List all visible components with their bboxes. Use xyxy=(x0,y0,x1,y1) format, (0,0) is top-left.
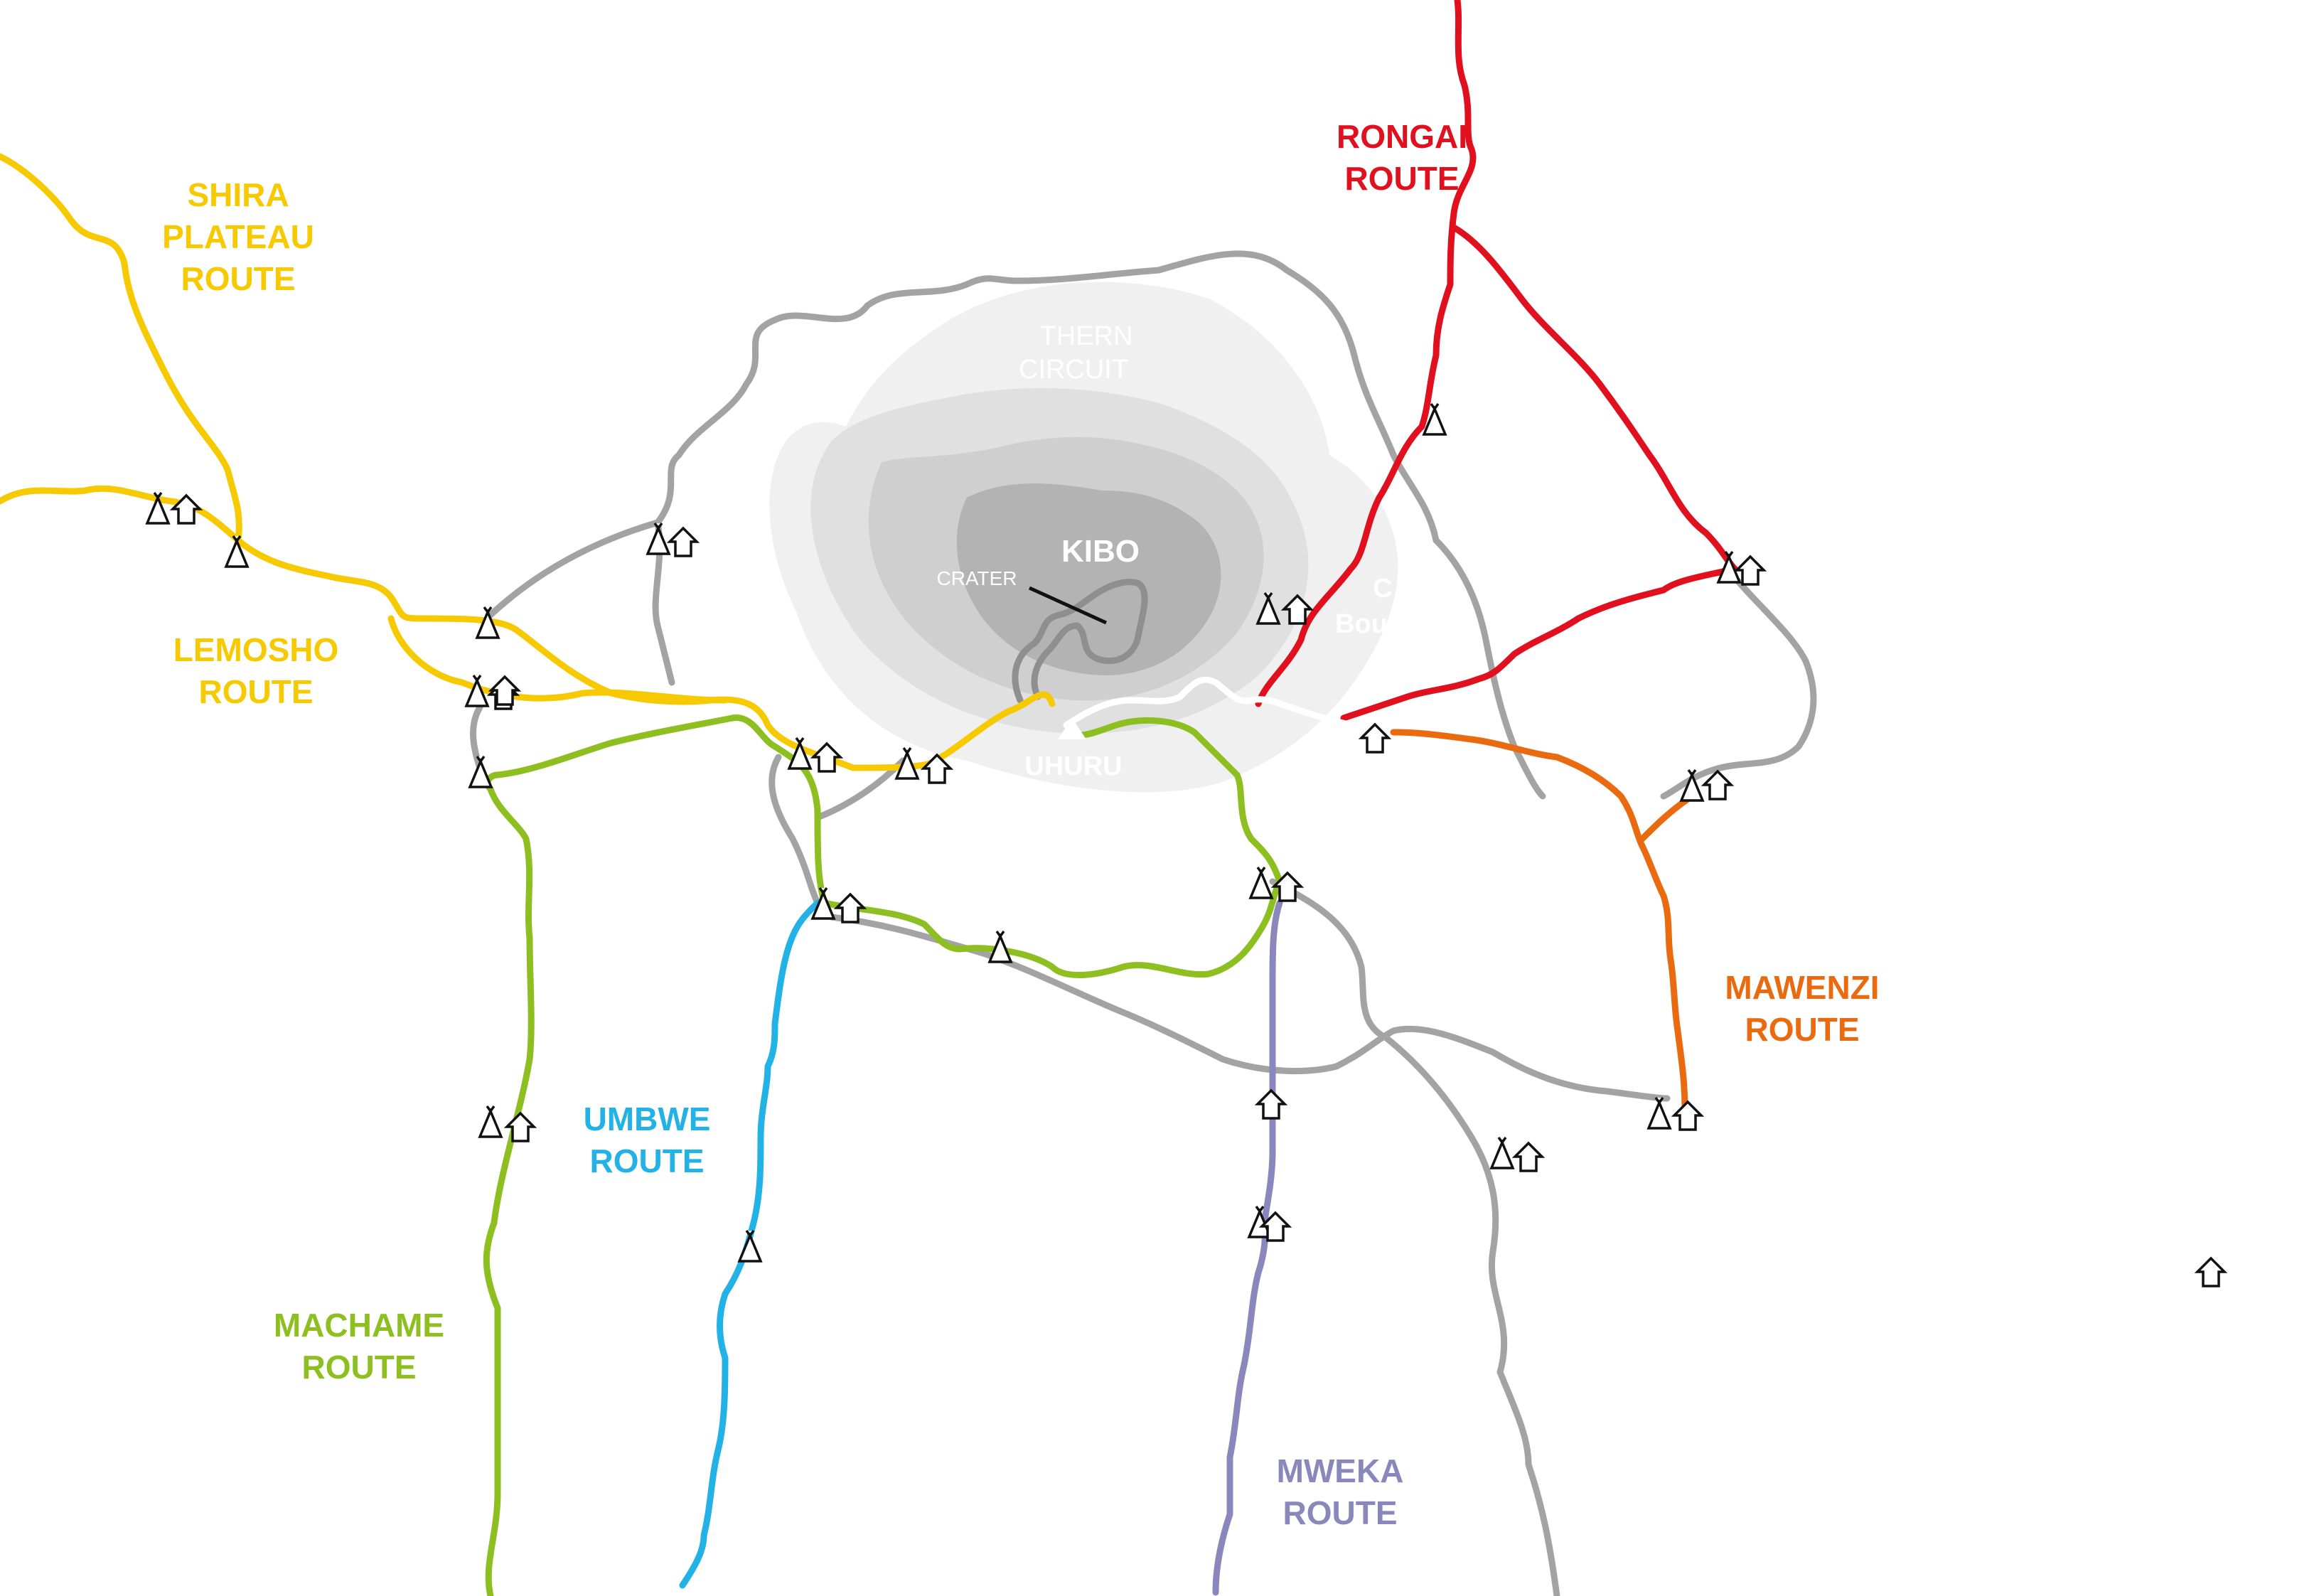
shira-plateau-trail xyxy=(0,153,242,544)
hut-icon xyxy=(1511,1141,1546,1172)
hut-icon xyxy=(666,526,700,557)
machame-trail xyxy=(483,771,535,1596)
uhuru-peak-marker xyxy=(1058,718,1086,739)
hut-icon xyxy=(488,675,522,706)
kibo-relief xyxy=(769,282,1398,793)
tent-icon xyxy=(478,1105,503,1138)
tent-icon xyxy=(1248,866,1274,899)
tent-icon xyxy=(987,930,1013,963)
mweka-grey-trail xyxy=(1269,878,1560,1596)
tent-icon xyxy=(468,755,493,788)
hut-icon xyxy=(833,892,867,923)
hut-icon xyxy=(1280,594,1314,625)
feature-label-fragment-a: C xyxy=(1373,574,1392,604)
machame-ascent-trail xyxy=(494,714,1283,978)
circuit-trails xyxy=(470,250,1817,1596)
tent-icon xyxy=(224,535,250,568)
feature-label-fragment-b: Bou xyxy=(1335,609,1388,639)
summit-trail xyxy=(1063,676,1383,736)
hut-icon xyxy=(1358,722,1392,754)
hut-icon xyxy=(503,1111,537,1142)
crater-rim xyxy=(1012,579,1148,704)
tent-icon xyxy=(1422,402,1447,436)
uhuru-label: UHURU xyxy=(1024,751,1122,781)
hut-icon xyxy=(1270,871,1305,902)
crater-pointer-line xyxy=(1028,586,1108,625)
hut-icon xyxy=(1733,555,1767,586)
crater-label: CRATER xyxy=(936,567,1017,589)
southeast-circuit-trail xyxy=(1432,537,1546,800)
rongai-trails xyxy=(1255,0,1738,722)
mweka-trail xyxy=(1212,899,1283,1596)
rongai-mawenzi-trail xyxy=(1340,565,1738,722)
hut-icon xyxy=(810,741,844,773)
camp-icons xyxy=(145,402,2228,1287)
east-circuit-trail xyxy=(1660,565,1817,800)
western-grey-spur xyxy=(470,704,483,771)
tent-icon xyxy=(737,1229,763,1263)
tent-icon xyxy=(464,674,490,707)
lemosho-loop-trail xyxy=(387,615,729,704)
rongai-trail xyxy=(1255,0,1477,707)
hut-icon xyxy=(920,753,954,784)
kibo-label: KIBO xyxy=(1061,534,1140,569)
tent-icon xyxy=(145,491,171,525)
hut-icon xyxy=(1254,1088,1288,1120)
tent-icon xyxy=(646,522,671,555)
hut-icon xyxy=(1671,1100,1705,1131)
hut-icon xyxy=(1701,769,1735,800)
tent-icon xyxy=(1716,550,1742,584)
hut-icon xyxy=(169,493,203,525)
hut-icon xyxy=(1258,1211,1292,1242)
tent-icon xyxy=(1646,1096,1672,1130)
mawenzi-branch-trail xyxy=(1639,793,1696,842)
tent-icon xyxy=(787,737,813,770)
rongai-east-trail xyxy=(1450,224,1738,572)
northern-circuit-trail xyxy=(487,250,1440,618)
mawenzi-trail xyxy=(1390,729,1688,1113)
tent-icon xyxy=(894,746,920,780)
barranco-grey-trail xyxy=(768,754,821,906)
tent-icon xyxy=(810,887,836,920)
tent-icon xyxy=(475,606,500,639)
tent-icon xyxy=(1255,591,1281,625)
uhuru-elevation-label: 5895 m xyxy=(1030,788,1117,818)
hut-icon xyxy=(2194,1256,2228,1287)
relief-summit xyxy=(956,483,1221,675)
tent-icon xyxy=(1679,768,1705,802)
tent-icon xyxy=(1489,1136,1515,1169)
umbwe-trail xyxy=(679,899,821,1589)
